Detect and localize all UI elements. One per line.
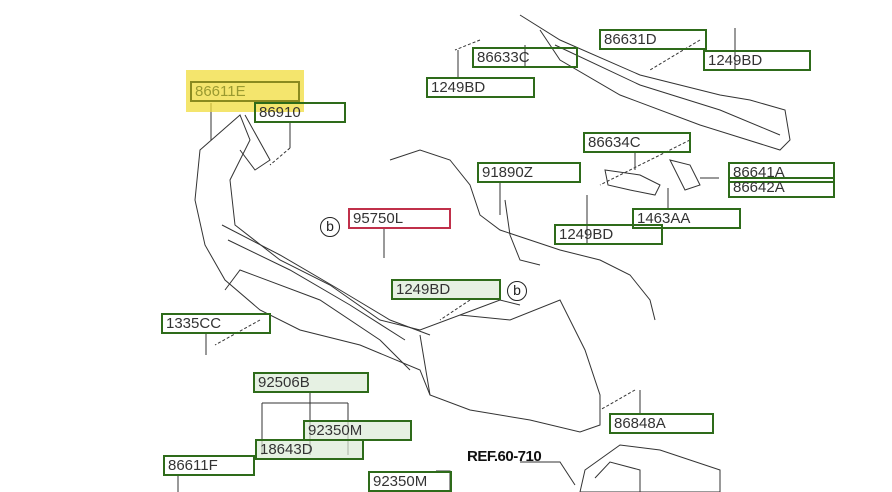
part-label-86631D[interactable]: 86631D	[599, 29, 707, 50]
part-label-86634C[interactable]: 86634C	[583, 132, 691, 153]
callout-b: b	[507, 281, 527, 301]
highlight-marker	[186, 70, 304, 112]
bumper-cover-outline	[194, 114, 601, 433]
part-label-91890Z[interactable]: 91890Z	[477, 162, 581, 183]
part-label-1249BD[interactable]: 1249BD	[703, 50, 811, 71]
part-label-1335CC[interactable]: 1335CC	[161, 313, 271, 334]
part-label-86611E[interactable]: 86611E	[190, 81, 300, 102]
callout-b: b	[320, 217, 340, 237]
part-label-18643D[interactable]: 18643D	[255, 439, 364, 460]
part-label-86611F[interactable]: 86611F	[163, 455, 255, 476]
part-label-95750L[interactable]: 95750L	[348, 208, 451, 229]
part-label-86848A[interactable]: 86848A	[609, 413, 714, 434]
wiring-harness	[389, 149, 656, 321]
part-label-86633C[interactable]: 86633C	[472, 47, 578, 68]
part-label-1463AA[interactable]: 1463AA	[632, 208, 741, 229]
part-label-1249BD[interactable]: 1249BD	[554, 224, 663, 245]
part-label-92506B[interactable]: 92506B	[253, 372, 369, 393]
reference-link[interactable]: REF.60-710	[467, 448, 542, 465]
part-label-1249BD[interactable]: 1249BD	[426, 77, 535, 98]
part-label-86642A[interactable]: 86642A	[728, 177, 835, 198]
ref-part-outline	[579, 444, 721, 492]
part-label-1249BD[interactable]: 1249BD	[391, 279, 501, 300]
part-label-86641A[interactable]: 86641A	[728, 162, 835, 183]
bumper-beam-outline	[519, 14, 791, 151]
part-label-92350M[interactable]: 92350M	[368, 471, 452, 492]
part-label-86910[interactable]: 86910	[254, 102, 346, 123]
part-label-92350M[interactable]: 92350M	[303, 420, 412, 441]
